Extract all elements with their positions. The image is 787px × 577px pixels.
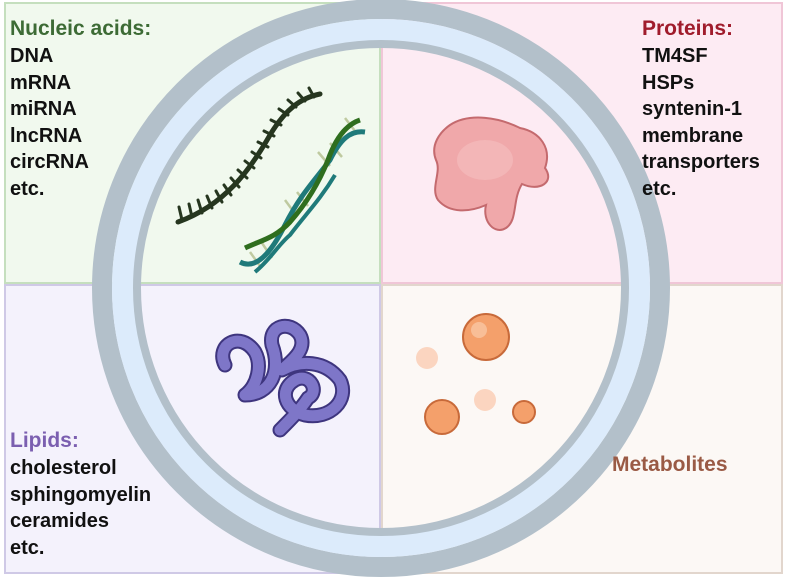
list-item: etc. xyxy=(10,536,45,559)
dna-helix-icon xyxy=(238,117,366,274)
list-item: lncRNA xyxy=(10,124,83,147)
list-item: HSPs xyxy=(642,71,695,94)
list-item: sphingomyelin xyxy=(10,483,152,506)
list-item: membrane xyxy=(642,124,744,147)
nucleic-acids-title: Nucleic acids: xyxy=(10,17,152,40)
list-item: DNA xyxy=(10,45,54,67)
rna-strand-icon xyxy=(175,86,323,225)
list-item: cholesterol xyxy=(10,457,117,479)
metabolites-title: Metabolites xyxy=(612,453,728,476)
list-item: ceramides xyxy=(10,510,109,532)
list-item: mRNA xyxy=(10,71,72,94)
list-item: transporters xyxy=(642,151,760,173)
list-item: syntenin-1 xyxy=(642,98,743,120)
lipids-title: Lipids: xyxy=(10,429,79,452)
list-item: etc. xyxy=(642,177,677,200)
proteins-list: TM4SF HSPs syntenin-1 membrane transport… xyxy=(642,43,760,202)
vesicle-membrane xyxy=(92,0,670,577)
protein-icon xyxy=(433,116,550,231)
lipid-icon xyxy=(215,318,350,438)
metabolites-icon xyxy=(416,313,536,435)
proteins-title: Proteins: xyxy=(642,17,734,40)
lipids-list: cholesterol sphingomyelin ceramides etc. xyxy=(10,455,151,561)
nucleic-acids-list: DNA mRNA miRNA lncRNA circRNA etc. xyxy=(10,43,89,202)
list-item: miRNA xyxy=(10,98,77,120)
list-item: circRNA xyxy=(10,151,89,173)
list-item: etc. xyxy=(10,177,45,200)
list-item: TM4SF xyxy=(642,45,708,67)
